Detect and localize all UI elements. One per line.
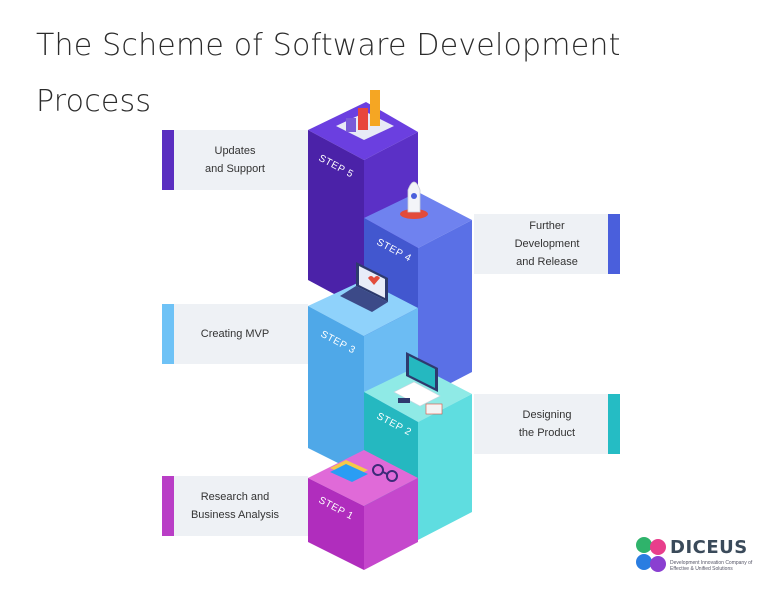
caption-step-5: Updates and Support: [162, 130, 308, 190]
caption-step-1: Research and Business Analysis: [162, 476, 308, 536]
diceus-logo: DICEUS Development Innovation Company of…: [634, 533, 754, 579]
logo-tagline: Development Innovation Company of Effect…: [670, 560, 753, 572]
step-1-block: STEP 1: [308, 450, 418, 570]
rocket-icon: [400, 181, 428, 219]
page-title: The Scheme of Software Development Proce…: [36, 18, 716, 130]
logo-mark-icon: [636, 537, 666, 572]
caption-step-2-accent: [608, 394, 620, 454]
caption-step-4-accent: [608, 214, 620, 274]
caption-step-3-text: Creating MVP: [200, 328, 270, 340]
caption-step-5-text: Updates and Support: [205, 145, 265, 175]
bar-chart-icon: [336, 90, 394, 140]
caption-step-3: Creating MVP: [162, 304, 308, 364]
title-line-1: The Scheme of Software Development: [36, 28, 621, 63]
computer-monitor-icon: [393, 352, 443, 415]
logo-wordmark: DICEUS: [670, 537, 748, 558]
books-and-glasses-icon: [330, 460, 398, 482]
laptop-icon: [340, 262, 388, 312]
caption-step-5-accent: [162, 130, 174, 190]
title-line-2: Process: [36, 84, 152, 119]
caption-step-3-accent: [162, 304, 174, 364]
caption-step-4-text: Further Development and Release: [514, 220, 580, 268]
caption-step-1-text: Research and Business Analysis: [190, 491, 280, 521]
caption-step-1-accent: [162, 476, 174, 536]
caption-step-2: Designing the Product: [474, 394, 620, 454]
caption-step-2-text: Designing the Product: [518, 409, 576, 439]
caption-step-4: Further Development and Release: [474, 214, 620, 274]
